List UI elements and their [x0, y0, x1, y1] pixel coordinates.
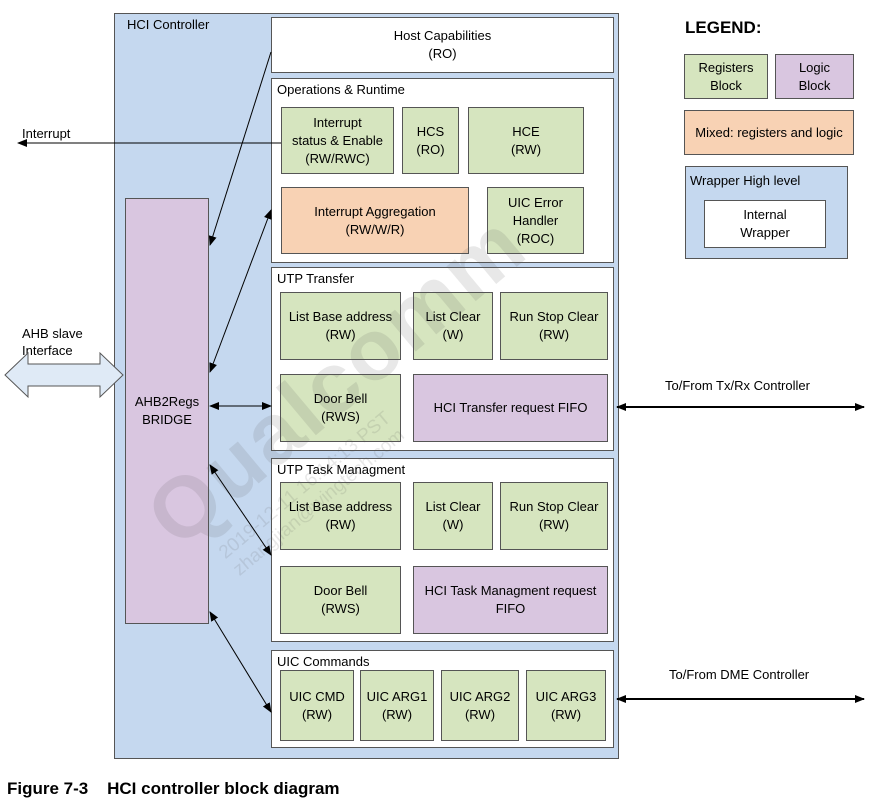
hci-controller-title: HCI Controller — [127, 17, 210, 32]
operations-runtime-title: Operations & Runtime — [277, 82, 405, 97]
legend-title: LEGEND: — [685, 18, 762, 37]
transfer-request-fifo-block: HCI Transfer request FIFO — [413, 374, 608, 442]
uic-error-handler-block: UIC Error Handler (ROC) — [487, 187, 584, 254]
dme-controller-label: To/From DME Controller — [669, 667, 810, 682]
interrupt-label: Interrupt — [22, 126, 71, 141]
legend-wrapper-high-level-label: Wrapper High level — [690, 173, 801, 188]
task-door-bell-block: Door Bell (RWS) — [280, 566, 401, 634]
transfer-run-stop-block: Run Stop Clear (RW) — [500, 292, 608, 360]
legend-internal-wrapper: Internal Wrapper — [704, 200, 826, 248]
uic-cmd-block: UIC CMD (RW) — [280, 670, 354, 741]
interrupt-aggregation-block: Interrupt Aggregation (RW/W/R) — [281, 187, 469, 254]
legend-registers-block: Registers Block — [684, 54, 768, 99]
task-request-fifo-block: HCI Task Managment request FIFO — [413, 566, 608, 634]
hce-block: HCE (RW) — [468, 107, 584, 174]
bridge-operations-arrow — [209, 209, 272, 373]
task-run-stop-block: Run Stop Clear (RW) — [500, 482, 608, 550]
ahb-interface-arrow — [4, 351, 124, 399]
bridge-host-cap-arrow — [208, 51, 272, 246]
hcs-block: HCS (RO) — [402, 107, 459, 174]
utp-task-title: UTP Task Managment — [277, 462, 406, 477]
uic-commands-title: UIC Commands — [277, 654, 370, 669]
ahb-slave-interface-label: AHB slave Interface — [22, 326, 83, 358]
task-list-base-block: List Base address (RW) — [280, 482, 401, 550]
legend-mixed-block: Mixed: registers and logic — [684, 110, 854, 155]
interrupt-status-enable-block: Interrupt status & Enable (RW/RWC) — [281, 107, 394, 174]
host-capabilities-block: Host Capabilities (RO) — [271, 17, 614, 73]
uic-arg1-block: UIC ARG1 (RW) — [360, 670, 434, 741]
task-list-clear-block: List Clear (W) — [413, 482, 493, 550]
bridge-uic-arrow — [209, 611, 272, 713]
transfer-list-base-block: List Base address (RW) — [280, 292, 401, 360]
figure-caption: Figure 7-3 HCI controller block diagram — [7, 779, 340, 798]
uic-arg3-block: UIC ARG3 (RW) — [526, 670, 606, 741]
utp-transfer-title: UTP Transfer — [277, 271, 355, 286]
bridge-utp-task-arrow — [209, 464, 272, 556]
legend-logic-block: Logic Block — [775, 54, 854, 99]
uic-arg2-block: UIC ARG2 (RW) — [441, 670, 519, 741]
ahb2regs-bridge: AHB2Regs BRIDGE — [125, 198, 209, 624]
transfer-list-clear-block: List Clear (W) — [413, 292, 493, 360]
txrx-controller-label: To/From Tx/Rx Controller — [665, 378, 810, 393]
transfer-door-bell-block: Door Bell (RWS) — [280, 374, 401, 442]
